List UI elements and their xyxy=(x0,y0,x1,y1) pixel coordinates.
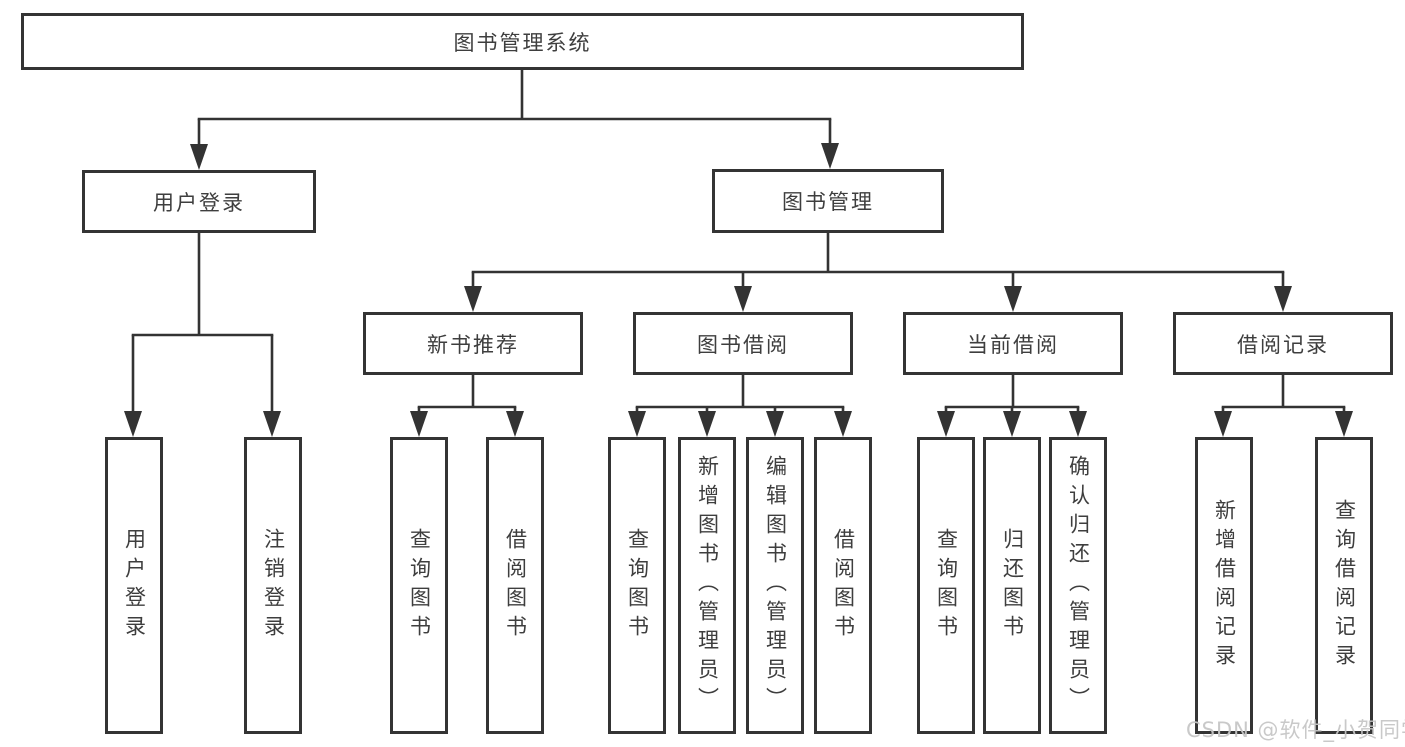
leaf-query-books-current: 查询图书 xyxy=(917,437,975,734)
leaf-borrow-books: 借阅图书 xyxy=(814,437,872,734)
node-user-login-branch: 用户登录 xyxy=(82,170,316,233)
leaf-query-books-recommend: 查询图书 xyxy=(390,437,448,734)
leaf-edit-books-admin: 编辑图书（管理员） xyxy=(746,437,804,734)
leaf-return-books: 归还图书 xyxy=(983,437,1041,734)
node-new-book-recommend: 新书推荐 xyxy=(363,312,583,375)
node-book-management-branch: 图书管理 xyxy=(712,169,944,233)
node-current-borrow: 当前借阅 xyxy=(903,312,1123,375)
node-borrow-records: 借阅记录 xyxy=(1173,312,1393,375)
leaf-add-books-admin: 新增图书（管理员） xyxy=(678,437,736,734)
leaf-user-login: 用户登录 xyxy=(105,437,163,734)
csdn-watermark: CSDN @软件_小贺同学 xyxy=(1186,718,1405,742)
leaf-query-borrow-record: 查询借阅记录 xyxy=(1315,437,1373,734)
node-root-library-system: 图书管理系统 xyxy=(21,13,1024,70)
leaf-logout: 注销登录 xyxy=(244,437,302,734)
leaf-add-borrow-record: 新增借阅记录 xyxy=(1195,437,1253,734)
node-book-borrow: 图书借阅 xyxy=(633,312,853,375)
leaf-borrow-books-recommend: 借阅图书 xyxy=(486,437,544,734)
leaf-confirm-return-admin: 确认归还（管理员） xyxy=(1049,437,1107,734)
leaf-query-books-borrow: 查询图书 xyxy=(608,437,666,734)
